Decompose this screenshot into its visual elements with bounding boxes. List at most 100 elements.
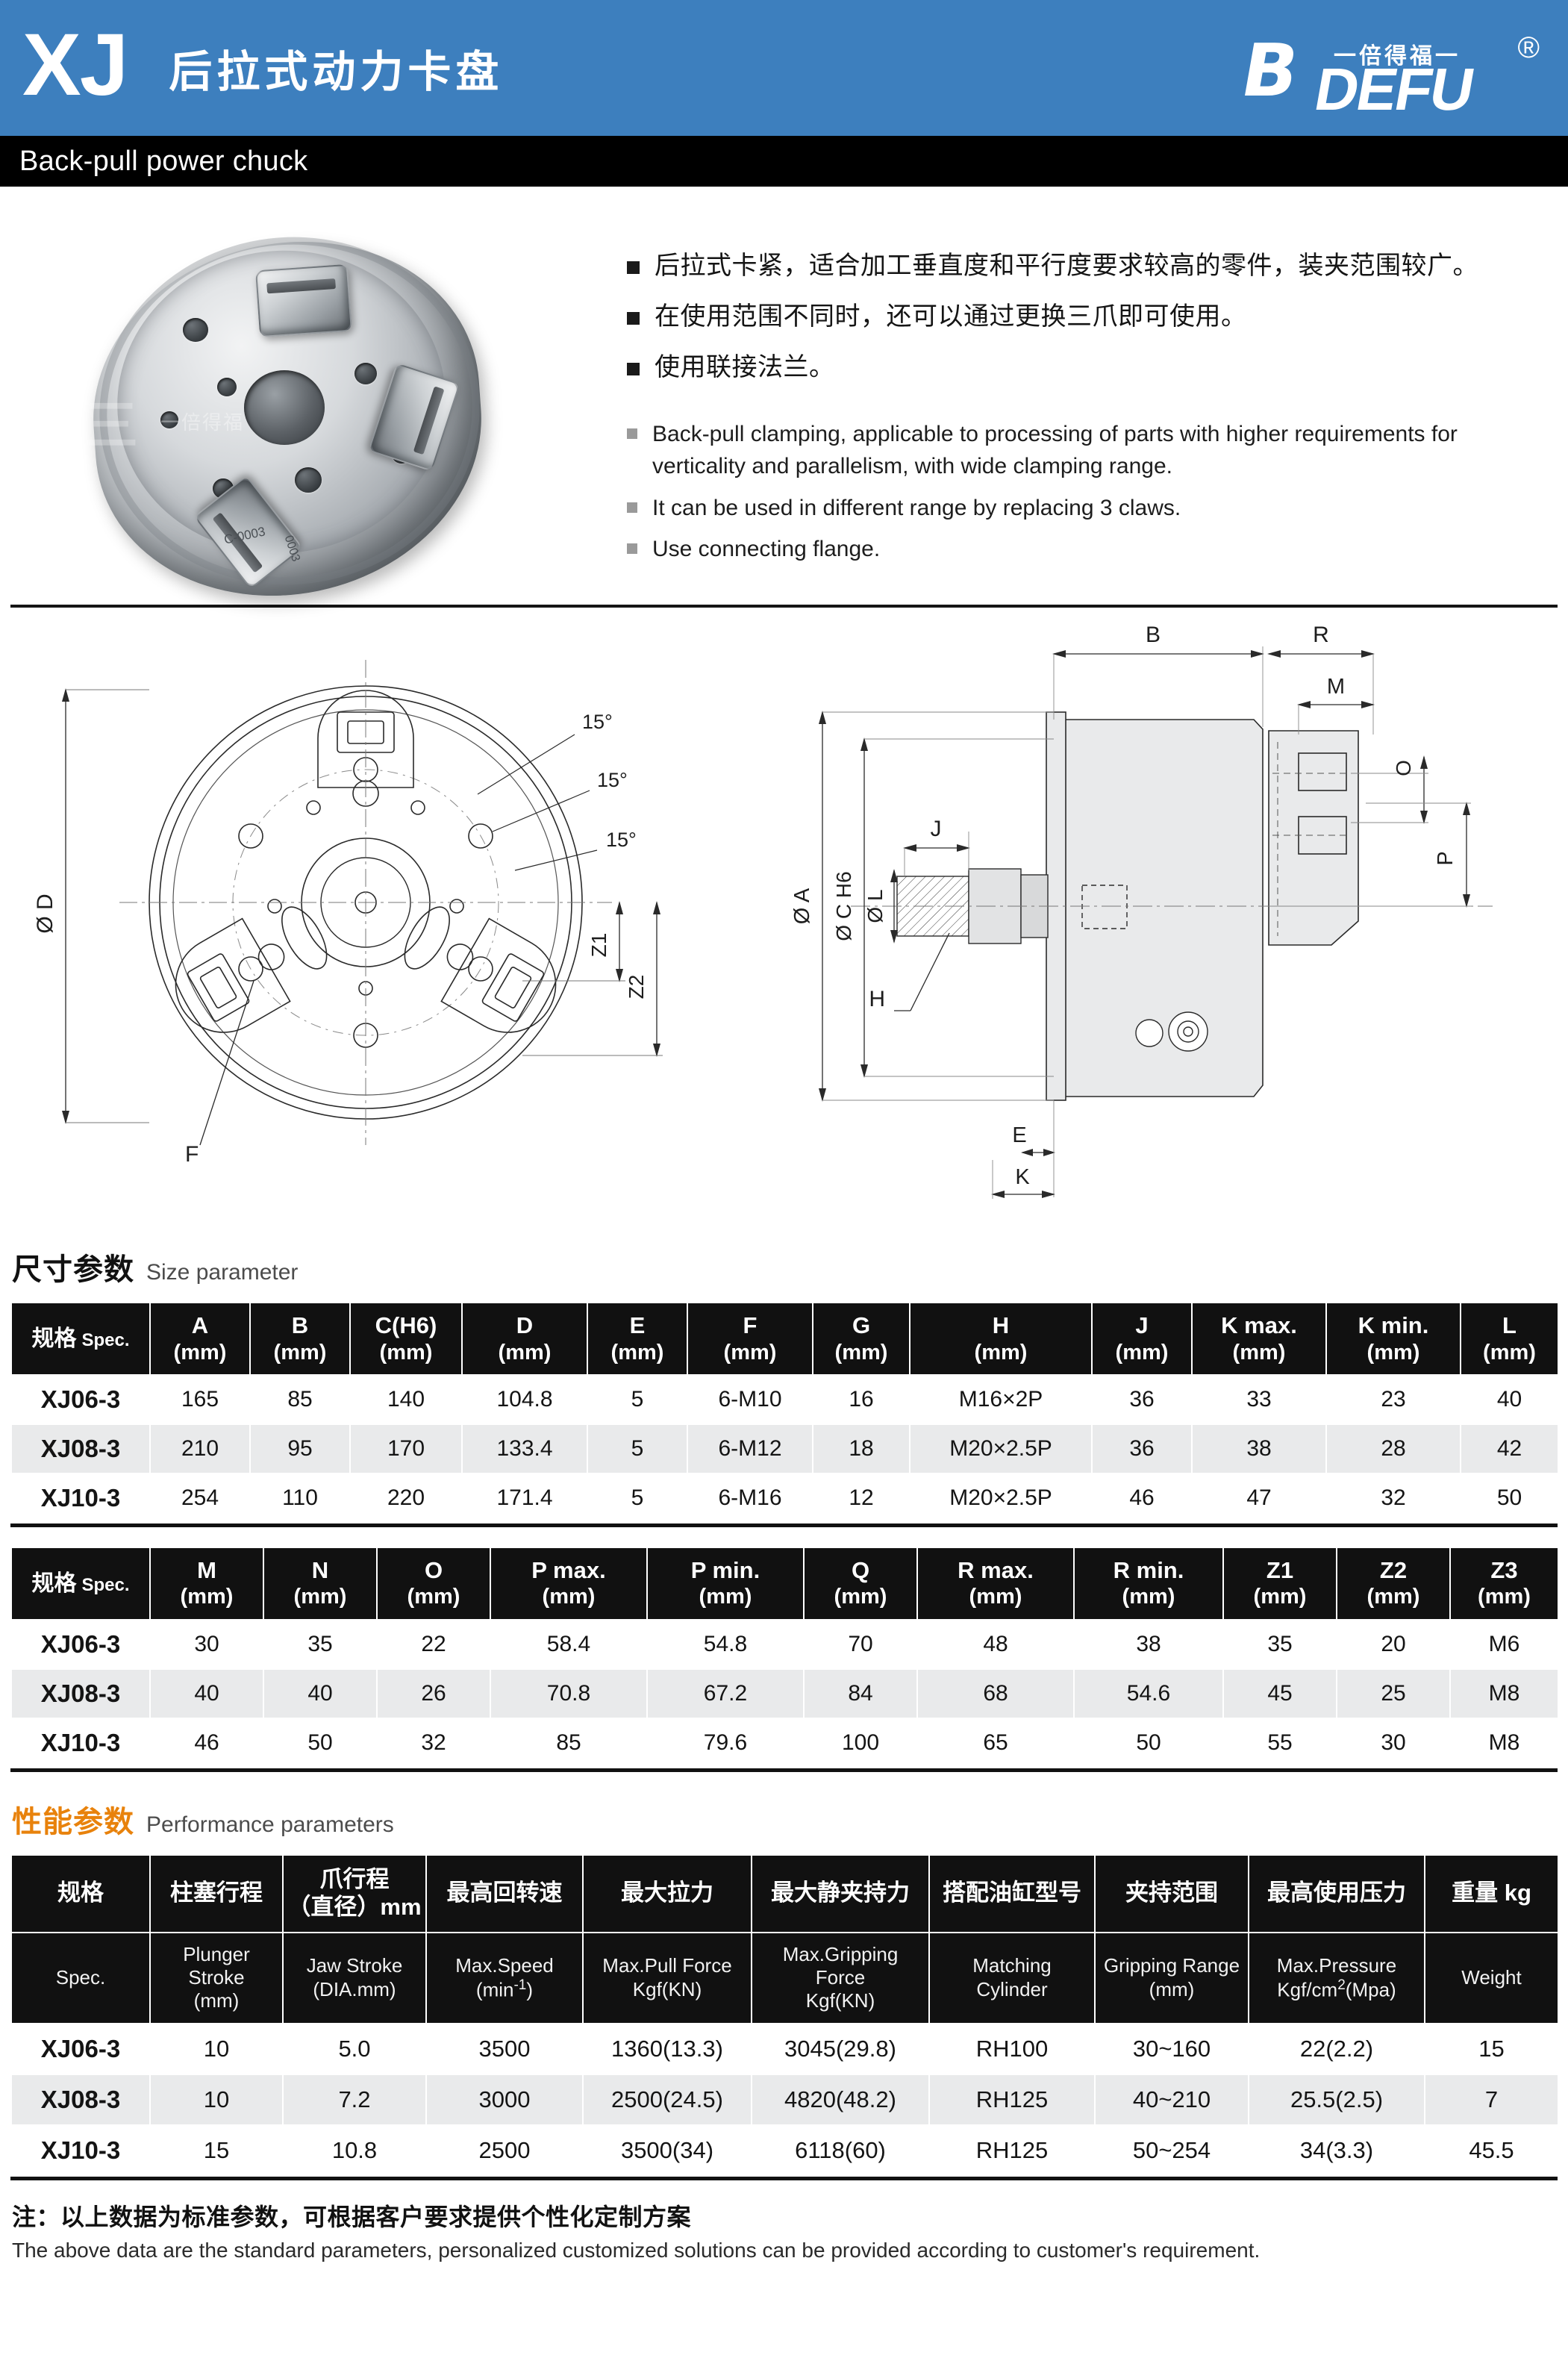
col-unit: (mm)	[1232, 1340, 1286, 1365]
col-unit: (mm)	[379, 1340, 433, 1365]
col-unit: (mm)	[1478, 1585, 1531, 1609]
col-unit: (mm)	[834, 1340, 888, 1365]
note-text-cn: 注：以上数据为标准参数，可根据客户要求提供个性化定制方案	[12, 2203, 692, 2230]
cell-b: 95	[249, 1423, 351, 1474]
dim-label-f: F	[185, 1142, 199, 1167]
col-header-z2: Z2(mm)	[1336, 1546, 1451, 1621]
technical-drawings: Ø D 15° 15° 15°	[0, 608, 1568, 1220]
col-unit: (mm)	[180, 1585, 234, 1609]
cell-m: 30	[149, 1618, 264, 1670]
cell-h: M20×2.5P	[909, 1472, 1093, 1523]
brand-logo: B 一倍得福一 DEFU ®	[1235, 28, 1541, 122]
feature-item-cn: 在使用范围不同时，还可以通过更换三爪即可使用。	[627, 300, 1546, 334]
perf-heading-en: Performance parameters	[146, 1812, 394, 1837]
feature-text-cn: 使用联接法兰。	[655, 352, 835, 381]
product-header-bar: XJ 后拉式动力卡盘 B 一倍得福一 DEFU ®	[0, 0, 1568, 136]
col-unit: (mm)	[1115, 1340, 1169, 1365]
col-header-max-speed-cn: 最高回转速	[425, 1853, 584, 1933]
logo-b-mark: B	[1235, 28, 1302, 113]
col-name: M	[197, 1556, 216, 1583]
spec-label-cn: 规格	[31, 1326, 77, 1352]
col-header-plunger-stroke-cn: 柱塞行程	[149, 1853, 284, 1933]
cell-pmax: 58.4	[490, 1618, 648, 1670]
col-header-j: J(mm)	[1091, 1302, 1193, 1376]
dim-label-diameter-l: Ø L	[863, 889, 887, 923]
cell-max-gripping-force: 6118(60)	[751, 2124, 930, 2177]
col-name: J	[1135, 1312, 1149, 1338]
size-heading-cn: 尺寸参数	[12, 1253, 134, 1286]
cell-max-pressure: 34(3.3)	[1248, 2124, 1425, 2177]
size-parameter-heading: 尺寸参数 Size parameter	[12, 1245, 1568, 1288]
col-header-gripping-range-en: Gripping Range(mm)	[1094, 1931, 1249, 2024]
cell-spec: XJ06-3	[10, 1373, 151, 1425]
cell-plunger-stroke: 15	[149, 2124, 284, 2177]
cell-z1: 55	[1222, 1717, 1337, 1768]
note-text-en: The above data are the standard paramete…	[12, 2238, 1261, 2262]
chuck-hole	[217, 378, 237, 396]
col-header-max-speed-en: Max.Speed(min-1)	[425, 1931, 584, 2024]
col-name: R min.	[1113, 1556, 1184, 1583]
cell-a: 254	[149, 1472, 251, 1523]
cell-spec: XJ10-3	[10, 1717, 151, 1768]
cell-o: 22	[376, 1618, 491, 1670]
cell-kmin: 28	[1325, 1423, 1461, 1474]
cell-max-speed: 3000	[425, 2073, 584, 2126]
cell-max-speed: 3500	[425, 2022, 584, 2075]
chuck-hole	[354, 363, 377, 384]
cell-c: 220	[349, 1472, 463, 1523]
col-header-h: H(mm)	[909, 1302, 1093, 1376]
dim-label-p: P	[1434, 851, 1458, 865]
cell-weight: 7	[1424, 2073, 1559, 2126]
performance-table-wrap: 规格 柱塞行程 爪行程（直径）mm 最高回转速 最大拉力 最大静夹持力 搭配油缸…	[0, 1853, 1568, 2180]
cell-gripping-range: 50~254	[1094, 2124, 1249, 2177]
cell-d: 171.4	[461, 1472, 588, 1523]
cell-f: 6-M16	[687, 1472, 813, 1523]
col-header-b: B(mm)	[249, 1302, 351, 1376]
feature-text-en: It can be used in different range by rep…	[652, 495, 1181, 520]
col-name: L	[1502, 1312, 1517, 1338]
col-unit: (mm)	[1366, 1340, 1420, 1365]
table-row: XJ08-3 40 40 26 70.8 67.2 84 68 54.6 45 …	[10, 1668, 1559, 1719]
bullet-square-icon	[627, 261, 640, 274]
cell-pmin: 54.8	[646, 1618, 805, 1670]
intro-section: 三 一倍得福 C-0003 0003 后拉式卡紧，适合加工垂直度和平行度要求较高…	[0, 187, 1568, 618]
cell-n: 40	[263, 1668, 378, 1719]
col-header-a: A(mm)	[149, 1302, 251, 1376]
cell-e: 5	[587, 1423, 688, 1474]
logo-wordmark: DEFU	[1310, 56, 1478, 122]
dim-label-b: B	[1146, 623, 1161, 647]
cell-weight: 15	[1424, 2022, 1559, 2075]
dim-label-m: M	[1327, 675, 1345, 699]
cell-j: 36	[1091, 1373, 1193, 1425]
bullet-square-icon	[627, 362, 640, 375]
cell-o: 32	[376, 1717, 491, 1768]
cell-matching-cylinder: RH100	[928, 2022, 1096, 2075]
col-name: E	[629, 1312, 646, 1338]
bullet-square-icon	[627, 502, 637, 513]
col-header-max-pressure-cn: 最高使用压力	[1248, 1853, 1425, 1933]
dim-label-j: J	[931, 817, 942, 841]
col-unit: (mm)	[610, 1340, 664, 1365]
dim-label-angle: 15°	[597, 769, 628, 791]
col-header-max-gripping-force-cn: 最大静夹持力	[751, 1853, 930, 1933]
col-header-pmin: P min.(mm)	[646, 1546, 805, 1621]
cell-c: 140	[349, 1373, 463, 1425]
cell-spec: XJ06-3	[10, 2022, 151, 2075]
dim-label-e: E	[1012, 1123, 1026, 1147]
col-name: F	[743, 1312, 758, 1338]
col-header-n: N(mm)	[263, 1546, 378, 1621]
table-row: XJ06-3 10 5.0 3500 1360(13.3) 3045(29.8)…	[10, 2022, 1559, 2075]
cell-g: 12	[812, 1472, 910, 1523]
cell-rmax: 68	[916, 1668, 1075, 1719]
col-name: A	[191, 1312, 209, 1338]
col-unit: (mm)	[974, 1340, 1028, 1365]
cell-weight: 45.5	[1424, 2124, 1559, 2177]
cell-d: 104.8	[461, 1373, 588, 1425]
col-unit: (mm)	[1366, 1585, 1420, 1609]
col-header-weight-en: Weight	[1424, 1931, 1559, 2024]
cell-b: 85	[249, 1373, 351, 1425]
